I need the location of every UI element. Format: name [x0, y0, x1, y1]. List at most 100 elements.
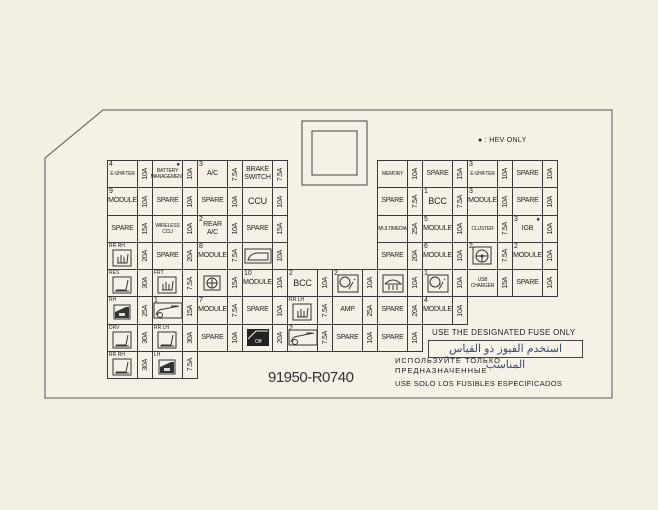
- fuse-number: 7: [199, 297, 203, 305]
- fuse-label: MODULE: [513, 251, 542, 259]
- fuse-amperage: 7.5A: [411, 194, 419, 208]
- fuse-amp-slot: 15A: [182, 296, 198, 325]
- fuse-amp-slot: 10A: [317, 269, 333, 298]
- fuse-amp-slot: 20A: [182, 241, 198, 270]
- fuse-label: SPARE: [201, 333, 224, 341]
- fuse-amp-slot: 15A: [137, 214, 153, 243]
- fuse-amperage: 10A: [366, 277, 374, 289]
- fuse-amperage: 7.5A: [186, 358, 194, 372]
- fuse-label: E-SHIFTER: [470, 171, 495, 178]
- fuse-amperage: 10A: [276, 250, 284, 262]
- fuse-label: MULTIMEDIA: [378, 225, 407, 232]
- fuse-amp-slot: 7.5A: [317, 296, 333, 325]
- power-seat-icon: [157, 331, 179, 350]
- fuse-amperage: 7.5A: [501, 222, 509, 236]
- fuse-amp-slot: 10A: [182, 214, 198, 243]
- fuse-slot: MEMORY: [377, 160, 408, 189]
- fuse-amperage: 7.5A: [321, 331, 329, 345]
- fuse-amp-slot: 10A: [542, 214, 558, 243]
- fuse-amperage: 15A: [186, 304, 194, 317]
- fuse-label: MEMORY: [381, 171, 404, 178]
- fuse-slot: 1: [422, 269, 453, 298]
- fuse-amperage: 10A: [321, 277, 329, 289]
- window-off-icon: [246, 328, 270, 347]
- fuse-amp-slot: 10A: [407, 323, 423, 352]
- fuse-slot: RH: [107, 296, 138, 325]
- fuse-slot: SPARE: [422, 160, 453, 189]
- fuse-label: CLUSTER: [471, 225, 494, 232]
- fuse-label: SPARE: [381, 333, 404, 341]
- fuse-number: 1: [424, 270, 428, 277]
- fuse-amperage: 10A: [546, 195, 554, 208]
- fuse-amperage: 25A: [141, 304, 149, 317]
- fuse-amperage: 30A: [186, 331, 194, 344]
- fuse-label: IGB: [521, 224, 534, 232]
- fuse-label: MODULE: [423, 306, 452, 314]
- fuse-label: MODULE: [198, 251, 227, 259]
- fuse-amp-slot: 7.5A: [407, 187, 423, 216]
- fuse-amperage: 10A: [456, 222, 464, 235]
- fuse-number: 2: [469, 242, 473, 250]
- fuse-amperage: 10A: [456, 250, 464, 262]
- fuse-amp-slot: 15A: [452, 160, 468, 189]
- fuse-amp-slot: 7.5A: [452, 187, 468, 216]
- fuse-number: 9: [109, 188, 113, 196]
- fuse-amp-slot: 15A: [272, 214, 288, 243]
- fuse-amperage: 10A: [186, 222, 194, 235]
- fuse-amperage: 10A: [501, 195, 509, 208]
- sunroof-slide-icon: [153, 301, 183, 320]
- fuse-label: REAR A/C: [203, 220, 222, 236]
- fuse-amperage: 15A: [276, 222, 284, 235]
- fuse-slot: RES: [107, 269, 138, 298]
- fuse-label: SPARE: [201, 197, 224, 205]
- fuse-label: SPARE: [336, 333, 359, 341]
- fuse-amperage: 20A: [411, 304, 419, 317]
- fuse-amp-slot: 7.5A: [497, 241, 513, 270]
- fuse-number: 2: [514, 242, 518, 250]
- fuse-slot: AMP: [332, 296, 363, 325]
- warning-english: USE THE DESIGNATED FUSE ONLY: [432, 328, 576, 337]
- fuse-amperage: 25A: [411, 222, 419, 235]
- hev-only-marker: ●: [176, 162, 180, 168]
- fuse-number: 2: [334, 270, 338, 277]
- fuse-amperage: 10A: [231, 195, 239, 208]
- fuse-amp-slot: 20A: [137, 241, 153, 270]
- fuse-label: BRAKE SWITCH: [244, 166, 271, 182]
- hev-note: ● : HEV ONLY: [478, 137, 527, 144]
- fuse-label: MODULE: [423, 224, 452, 232]
- fuse-amperage: 15A: [141, 222, 149, 235]
- fuse-slot: [242, 241, 273, 270]
- fuse-position-tag: RR LH: [289, 297, 305, 304]
- fuse-amperage: 10A: [186, 195, 194, 208]
- fuse-amperage: 10A: [141, 195, 149, 208]
- fuse-amperage: 7.5A: [231, 167, 239, 181]
- fuse-label: SPARE: [516, 279, 539, 287]
- fuse-amp-slot: 15A: [497, 269, 513, 298]
- fuse-number: 3: [199, 161, 203, 168]
- fuse-slot: SPARE: [512, 160, 543, 189]
- defogger-icon: [382, 274, 404, 293]
- fuse-label: SPARE: [156, 197, 179, 205]
- fuse-slot: 1: [152, 296, 183, 325]
- seat-heater-icon: [292, 303, 314, 322]
- fuse-number: 1: [424, 188, 428, 196]
- fuse-amp-slot: 7.5A: [317, 323, 333, 352]
- fuse-amperage: 10A: [546, 250, 554, 262]
- fuse-label: A/C: [206, 170, 219, 178]
- fuse-amperage: 7.5A: [186, 276, 194, 290]
- fuse-label: SPARE: [381, 197, 404, 205]
- fuse-label: E-SHIFTER: [110, 171, 135, 178]
- fuse-slot: RR RH: [107, 241, 138, 270]
- fuse-amperage: 10A: [456, 304, 464, 317]
- fuse-slot: SPARE: [332, 323, 363, 352]
- fuse-slot: SPARE: [107, 214, 138, 243]
- fuse-amp-slot: 7.5A: [227, 241, 243, 270]
